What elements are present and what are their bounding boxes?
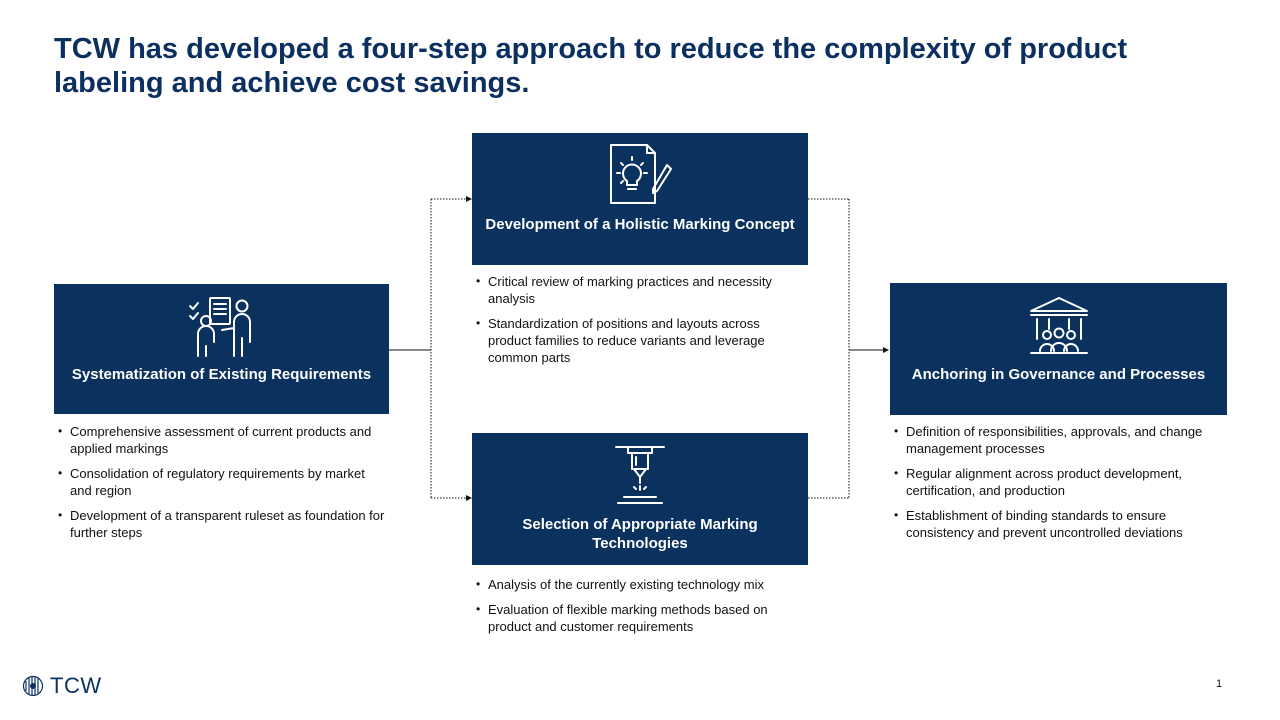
bullet-item: Establishment of binding standards to en… [892,507,1222,541]
tcw-globe-icon [22,675,44,697]
step-label: Systematization of Existing Requirements [71,366,372,383]
step-governance-box: Anchoring in Governance and Processes [890,283,1227,415]
step-systematization-bullets: Comprehensive assessment of current prod… [56,423,386,549]
step-label: Selection of Appropriate Marking Technol… [522,516,758,552]
bullet-item: Analysis of the currently existing techn… [474,576,804,593]
bullet-item: Regular alignment across product develop… [892,465,1222,499]
logo-text: TCW [50,673,102,698]
bullet-item: Comprehensive assessment of current prod… [56,423,386,457]
step-systematization-box: Systematization of Existing Requirements [54,284,389,414]
step-holistic-concept-box: Development of a Holistic Marking Concep… [472,133,808,265]
step-governance-bullets: Definition of responsibilities, approval… [892,423,1222,549]
step-label: Development of a Holistic Marking Concep… [485,216,795,233]
step-holistic-concept-bullets: Critical review of marking practices and… [474,273,804,374]
people-checklist-icon [188,297,251,357]
institution-people-icon [1029,297,1088,354]
lightbulb-document-icon [610,144,672,204]
bullet-item: Evaluation of flexible marking methods b… [474,601,804,635]
bullet-item: Critical review of marking practices and… [474,273,804,307]
page-number: 1 [1216,678,1223,690]
slide-title: TCW has developed a four-step approach t… [54,33,1128,99]
step-marking-technologies-box: Selection of Appropriate Marking Technol… [472,433,808,565]
tcw-logo: TCW [22,673,102,699]
step-marking-technologies-bullets: Analysis of the currently existing techn… [474,576,804,643]
bullet-item: Definition of responsibilities, approval… [892,423,1222,457]
bullet-item: Development of a transparent ruleset as … [56,507,386,541]
bullet-item: Consolidation of regulatory requirements… [56,465,386,499]
bullet-item: Standardization of positions and layouts… [474,315,804,366]
step-label: Anchoring in Governance and Processes [911,366,1206,383]
laser-marking-icon [615,446,665,504]
